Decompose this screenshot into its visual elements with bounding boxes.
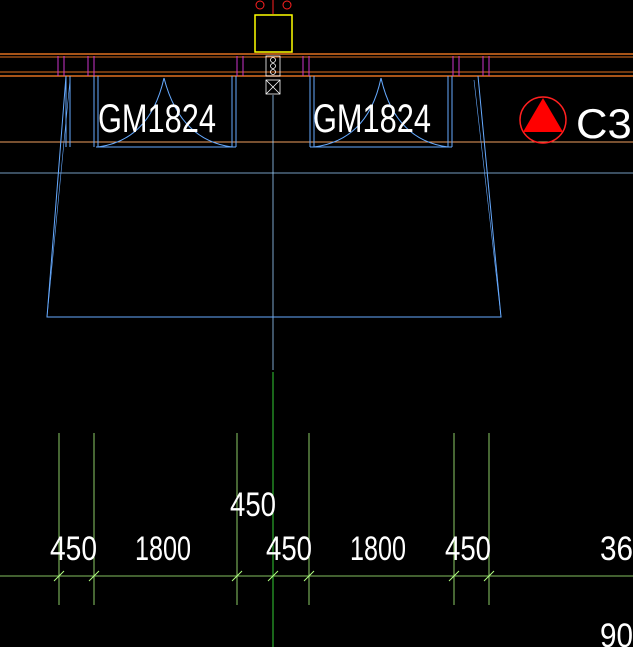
door-2 [309,76,453,148]
dimension-1: 450 [50,530,97,568]
dimension-3: 450 [266,530,312,568]
column-symbol [254,0,293,53]
door-1 [65,76,237,148]
dimension-5: 450 [445,530,491,568]
ramp-inner-right [473,79,502,318]
dimension-partial: 90 [600,617,633,647]
dimension-4: 1800 [350,530,406,568]
ramp-outline [46,75,502,318]
dimension-upper: 450 [230,486,276,524]
dimension-6: 36 [600,530,633,568]
door-label-2: GM1824 [313,97,431,141]
dimension-ticks [53,570,495,582]
column-hatch [265,55,281,95]
door-jambs [57,56,490,76]
ramp-inner-left [46,79,71,318]
elevation-label: C36 [576,100,633,147]
dimension-2: 1800 [135,530,191,568]
wall-lines [0,53,633,174]
door-label-1: GM1824 [98,97,216,141]
elevation-marker [519,96,567,144]
